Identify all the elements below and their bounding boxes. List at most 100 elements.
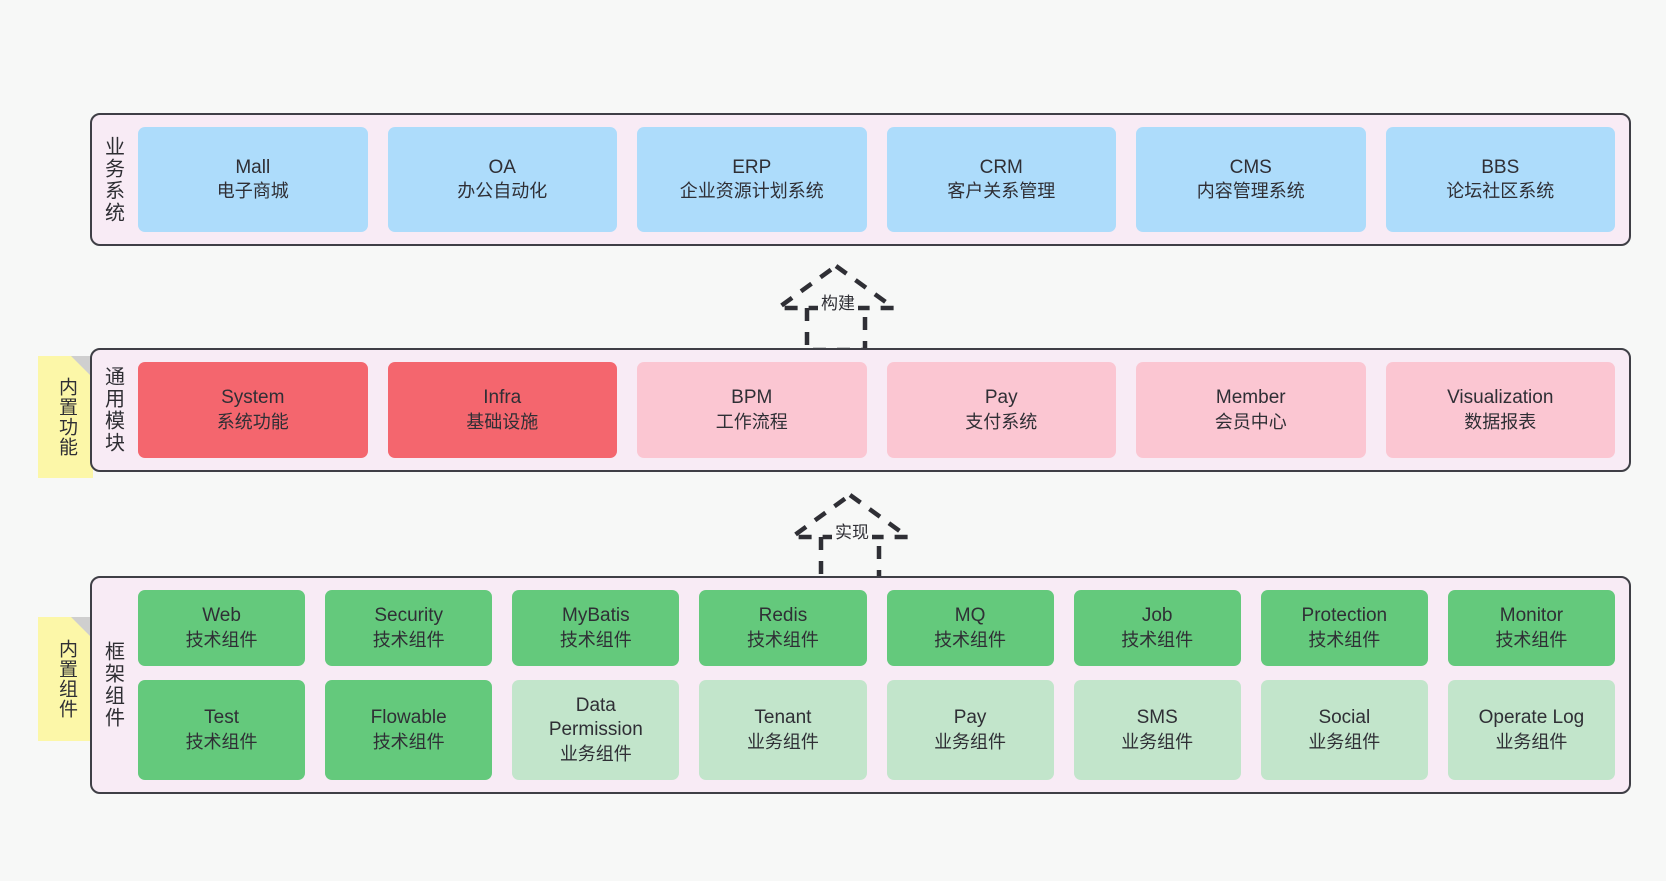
card-sms[interactable]: SMS 业务组件 — [1073, 679, 1241, 780]
card-title-en: Flowable — [370, 707, 447, 729]
card-member[interactable]: Member 会员中心 — [1136, 362, 1366, 458]
card-pay-component[interactable]: Pay 业务组件 — [886, 679, 1054, 780]
card-crm[interactable]: CRM 客户关系管理 — [886, 127, 1116, 232]
layer-business-system-title: 业务系统 — [101, 135, 124, 224]
card-job[interactable]: Job 技术组件 — [1073, 590, 1241, 666]
card-title-cn: 系统功能 — [216, 411, 289, 432]
card-title-cn: 技术组件 — [372, 629, 445, 650]
card-test[interactable]: Test 技术组件 — [138, 679, 306, 780]
card-operate-log[interactable]: Operate Log 业务组件 — [1447, 679, 1615, 780]
card-title-en: Protection — [1301, 605, 1388, 627]
card-redis[interactable]: Redis 技术组件 — [699, 590, 867, 666]
layer-common-module-rows: System 系统功能 Infra 基础设施 BPM 工作流程 Pay 支付系统 — [138, 362, 1615, 458]
arrow-shaft — [818, 537, 882, 582]
card-row: Web 技术组件 Security 技术组件 MyBatis 技术组件 Redi… — [138, 590, 1615, 666]
card-system[interactable]: System 系统功能 — [138, 362, 368, 458]
layer-framework-component-body: Web 技术组件 Security 技术组件 MyBatis 技术组件 Redi… — [132, 578, 1629, 792]
layer-common-module-title: 通用模块 — [101, 366, 124, 454]
card-title-cn: 技术组件 — [1308, 629, 1381, 650]
connector-build-arrow — [771, 263, 901, 353]
card-title-cn: 办公自动化 — [457, 181, 548, 202]
card-title-cn: 内容管理系统 — [1196, 181, 1305, 202]
card-monitor[interactable]: Monitor 技术组件 — [1447, 590, 1615, 666]
card-bpm[interactable]: BPM 工作流程 — [637, 362, 867, 458]
card-row: System 系统功能 Infra 基础设施 BPM 工作流程 Pay 支付系统 — [138, 362, 1615, 458]
card-mq[interactable]: MQ 技术组件 — [886, 590, 1054, 666]
layer-business-system-rows: Mall 电子商城 OA 办公自动化 ERP 企业资源计划系统 CRM 客户关系… — [138, 127, 1615, 232]
card-title-en: MQ — [954, 605, 986, 627]
card-row: Test 技术组件 Flowable 技术组件 Data Permission … — [138, 679, 1615, 780]
card-title-en: Tenant — [754, 707, 812, 729]
card-title-cn: 技术组件 — [185, 629, 258, 650]
card-title-cn: 业务组件 — [1308, 731, 1381, 752]
note-label: 内置功能 — [55, 377, 77, 457]
card-protection[interactable]: Protection 技术组件 — [1260, 590, 1428, 666]
card-title-cn: 客户关系管理 — [947, 181, 1056, 202]
card-title-cn: 业务组件 — [1121, 731, 1194, 752]
card-title-cn: 业务组件 — [746, 731, 819, 752]
connector-implement: 实现 — [766, 487, 936, 582]
note-builtin-features: 内置功能 — [38, 356, 93, 478]
connector-implement-arrow — [785, 492, 915, 582]
card-social[interactable]: Social 业务组件 — [1260, 679, 1428, 780]
card-title-en: Web — [202, 605, 241, 627]
card-title-en: CMS — [1229, 156, 1272, 178]
card-row: Mall 电子商城 OA 办公自动化 ERP 企业资源计划系统 CRM 客户关系… — [138, 127, 1615, 232]
card-title-en: Member — [1215, 387, 1286, 409]
card-web[interactable]: Web 技术组件 — [138, 590, 306, 666]
layer-framework-component-title: 框架组件 — [101, 641, 124, 729]
card-title-cn: 工作流程 — [715, 411, 788, 432]
card-title-en: MyBatis — [562, 605, 630, 627]
card-visualization[interactable]: Visualization 数据报表 — [1385, 362, 1615, 458]
card-title-en: CRM — [979, 156, 1023, 178]
arrow-shaft — [804, 308, 868, 353]
layer-framework-component: 框架组件 Web 技术组件 Security 技术组件 MyBatis 技术组件 — [90, 576, 1631, 794]
card-bbs[interactable]: BBS 论坛社区系统 — [1385, 127, 1615, 232]
card-title-en: Test — [204, 707, 239, 729]
card-mybatis[interactable]: MyBatis 技术组件 — [512, 590, 680, 666]
card-title-en: Security — [374, 605, 443, 627]
card-title-cn: 技术组件 — [1495, 629, 1568, 650]
layer-business-system: 业务系统 Mall 电子商城 OA 办公自动化 ERP 企业资源计划系统 — [90, 113, 1631, 246]
card-title-cn: 业务组件 — [934, 731, 1007, 752]
card-title-en: BBS — [1481, 156, 1520, 178]
card-title-en: Operate Log — [1478, 707, 1585, 729]
card-title-cn: 技术组件 — [746, 629, 819, 650]
card-mall[interactable]: Mall 电子商城 — [138, 127, 368, 232]
card-title-en: Social — [1318, 707, 1371, 729]
card-pay[interactable]: Pay 支付系统 — [886, 362, 1116, 458]
card-erp[interactable]: ERP 企业资源计划系统 — [637, 127, 867, 232]
card-title-en: BPM — [731, 387, 773, 409]
layer-common-module-body: System 系统功能 Infra 基础设施 BPM 工作流程 Pay 支付系统 — [132, 350, 1629, 470]
card-title-cn: 技术组件 — [1121, 629, 1194, 650]
connector-build-label: 构建 — [818, 289, 858, 314]
card-flowable[interactable]: Flowable 技术组件 — [325, 679, 493, 780]
arrow-head-triangle — [785, 492, 915, 540]
card-data-permission[interactable]: Data Permission 业务组件 — [512, 679, 680, 780]
card-title-cn: 会员中心 — [1214, 411, 1287, 432]
card-oa[interactable]: OA 办公自动化 — [387, 127, 617, 232]
card-title-en: Redis — [758, 605, 808, 627]
card-title-cn: 数据报表 — [1464, 411, 1537, 432]
card-title-en: Mall — [235, 156, 271, 178]
card-title-cn: 技术组件 — [185, 731, 258, 752]
card-title-cn: 业务组件 — [1495, 731, 1568, 752]
card-title-cn: 支付系统 — [965, 411, 1038, 432]
connector-build: 构建 — [752, 258, 922, 353]
card-security[interactable]: Security 技术组件 — [325, 590, 493, 666]
note-fold-corner-icon — [71, 356, 93, 378]
card-title-cn: 电子商城 — [216, 181, 289, 202]
card-infra[interactable]: Infra 基础设施 — [387, 362, 617, 458]
card-title-en: Data Permission — [548, 695, 643, 741]
card-title-cn: 基础设施 — [466, 411, 539, 432]
card-cms[interactable]: CMS 内容管理系统 — [1136, 127, 1366, 232]
card-title-cn: 技术组件 — [372, 731, 445, 752]
card-tenant[interactable]: Tenant 业务组件 — [699, 679, 867, 780]
card-title-cn: 论坛社区系统 — [1446, 181, 1555, 202]
card-title-en: OA — [488, 156, 516, 178]
note-fold-corner-icon — [71, 617, 93, 639]
layer-common-module: 通用模块 System 系统功能 Infra 基础设施 BPM 工作流程 — [90, 348, 1631, 472]
card-title-en: SMS — [1136, 707, 1178, 729]
card-title-en: Monitor — [1499, 605, 1564, 627]
card-title-en: System — [221, 387, 285, 409]
